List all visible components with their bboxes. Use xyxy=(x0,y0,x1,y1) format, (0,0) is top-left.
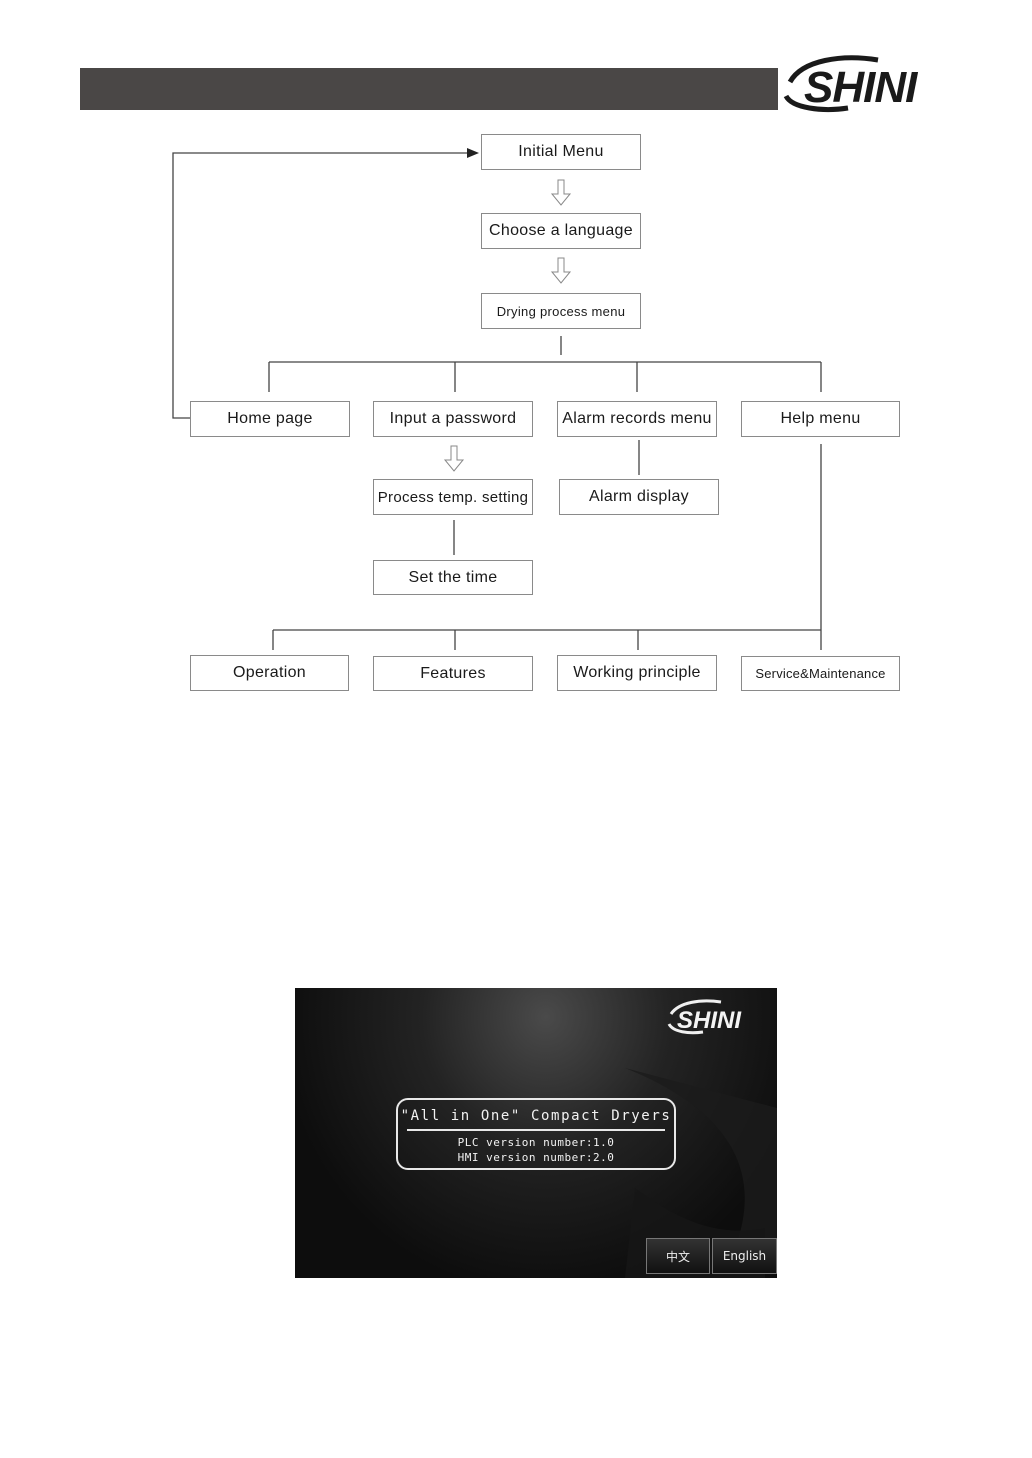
hmi-version: HMI version number:2.0 xyxy=(457,1151,615,1164)
header-bar xyxy=(80,68,778,110)
title-divider xyxy=(407,1129,665,1131)
service-maintenance-box: Service&Maintenance xyxy=(741,656,900,691)
shini-logo: SHINI xyxy=(782,52,950,114)
set-the-time-box: Set the time xyxy=(373,560,533,595)
plc-version: PLC version number:1.0 xyxy=(457,1136,615,1149)
alarm-display-box: Alarm display xyxy=(559,479,719,515)
features-box: Features xyxy=(373,656,533,691)
product-title: "All in One" Compact Dryers xyxy=(400,1108,672,1124)
flowchart-connectors xyxy=(172,148,822,650)
english-language-button[interactable]: English xyxy=(712,1238,777,1274)
home-page-box: Home page xyxy=(190,401,350,437)
hmi-logo-wordmark: SHINI xyxy=(677,1007,742,1034)
operation-box: Operation xyxy=(190,655,349,691)
hmi-shini-logo: SHINI xyxy=(665,996,755,1036)
chinese-language-button[interactable]: 中文 xyxy=(646,1238,710,1274)
hmi-initial-screen: SHINI "All in One" Compact Dryers PLC ve… xyxy=(295,988,777,1278)
drying-process-menu-box: Drying process menu xyxy=(481,293,641,329)
process-temp-setting-box: Process temp. setting xyxy=(373,479,533,515)
choose-language-box: Choose a language xyxy=(481,213,641,249)
initial-menu-box: Initial Menu xyxy=(481,134,641,170)
working-principle-box: Working principle xyxy=(557,655,717,691)
version-info-panel: "All in One" Compact Dryers PLC version … xyxy=(396,1098,676,1170)
alarm-records-menu-box: Alarm records menu xyxy=(557,401,717,437)
help-menu-box: Help menu xyxy=(741,401,900,437)
logo-wordmark: SHINI xyxy=(804,63,918,112)
input-password-box: Input a password xyxy=(373,401,533,437)
